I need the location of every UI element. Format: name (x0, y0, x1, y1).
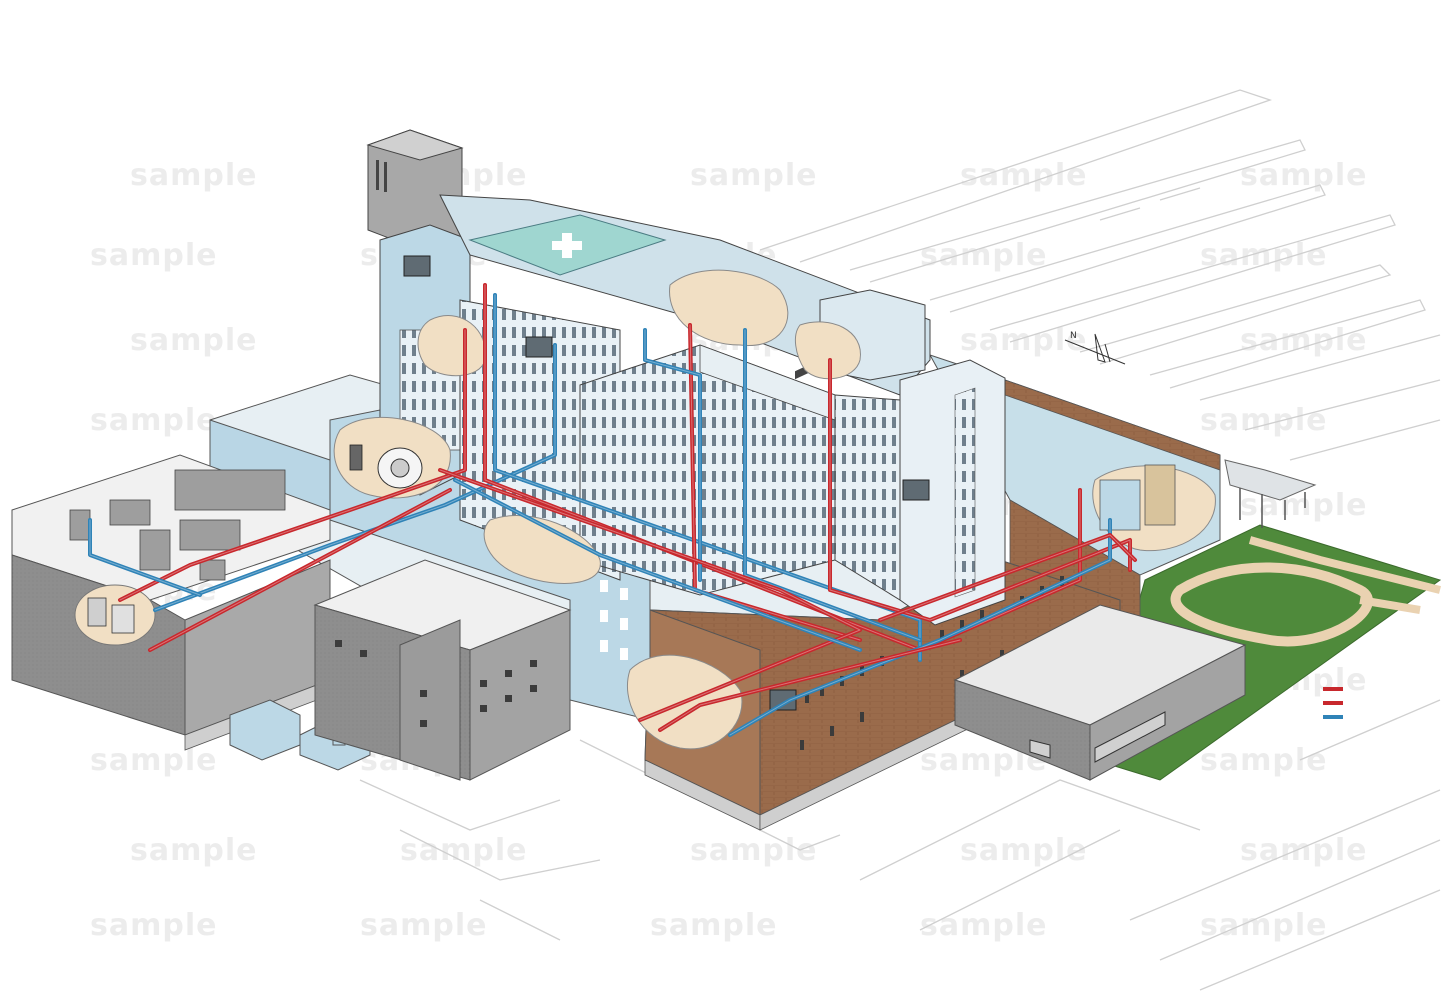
watermark-text: sample (130, 323, 257, 358)
return-pipe-6 (643, 328, 702, 582)
legend-swatch-supply_pipe (1323, 701, 1343, 705)
supply-pipe-12 (658, 638, 962, 732)
legend-swatch-return_pipe (1323, 715, 1343, 719)
pipe-highlight (484, 284, 1081, 651)
warehouse-building (953, 604, 1247, 781)
watermark-text: sample (90, 908, 217, 943)
pipe-highlight (439, 469, 861, 721)
return-pipe-8 (728, 518, 1112, 737)
supply-pipe-14 (878, 533, 1137, 622)
pipe-highlight (454, 479, 861, 651)
pipe-highlight (644, 329, 701, 581)
supply-pipe-1 (483, 283, 1082, 652)
watermark-text: sample (920, 908, 1047, 943)
pipe-legend (1323, 687, 1343, 719)
watermark-text: sample (690, 158, 817, 193)
watermark-text: sample (1240, 323, 1367, 358)
pipe-highlight (829, 359, 1131, 621)
pipe-highlight (729, 519, 1111, 736)
watermark-text: sample (400, 833, 527, 868)
supply-pipe-2 (118, 328, 467, 602)
helipad (468, 214, 667, 276)
return-pipe-13 (88, 518, 202, 597)
pipe-highlight (879, 534, 1136, 621)
watermark-text: sample (90, 403, 217, 438)
pipe-highlight (744, 329, 921, 641)
helipad-cross-icon (552, 233, 582, 258)
parking-lot (359, 89, 1441, 991)
entrance-canopy (1224, 459, 1317, 528)
watermark-text: sample (1200, 403, 1327, 438)
watermark-text: sample (1200, 743, 1327, 778)
watermark-text: sample (1240, 833, 1367, 868)
watermark-text: sample (960, 833, 1087, 868)
compass-north-label: N (1070, 331, 1077, 341)
watermark-text: sample (650, 908, 777, 943)
supply-pipe-9 (438, 468, 862, 722)
watermark-text: sample (1200, 238, 1327, 273)
air-handler-icon (403, 255, 930, 711)
pipe-highlight (659, 639, 961, 731)
legend-swatch-supply_pipe (1323, 687, 1343, 691)
watermark-text: sample (360, 908, 487, 943)
parking-structure (313, 559, 572, 781)
pipe-network (88, 283, 1137, 737)
watermark-text: sample (90, 743, 217, 778)
watermark-text: sample (960, 323, 1087, 358)
supply-pipe-10 (148, 488, 452, 652)
watermark-text: sample (130, 158, 257, 193)
watermark-text: sample (690, 833, 817, 868)
pipe-highlight (89, 519, 201, 596)
watermark-text: sample (1200, 908, 1327, 943)
return-pipe-5 (743, 328, 922, 642)
utility-plant (11, 454, 331, 751)
boiler-icon (87, 597, 135, 634)
watermark-text: sample (960, 158, 1087, 193)
pipe-highlight (154, 344, 556, 611)
mri-scanner-icon (349, 444, 423, 489)
compass-icon: N (1064, 331, 1126, 365)
pipe-highlight (149, 489, 451, 651)
supply-pipe-7 (828, 358, 1132, 622)
watermark-text: sample (130, 833, 257, 868)
watermark-text: sample (920, 238, 1047, 273)
watermark-text: sample (90, 238, 217, 273)
return-pipe-11 (453, 478, 862, 652)
return-pipe-0 (153, 343, 557, 612)
pipe-highlight (119, 329, 466, 601)
